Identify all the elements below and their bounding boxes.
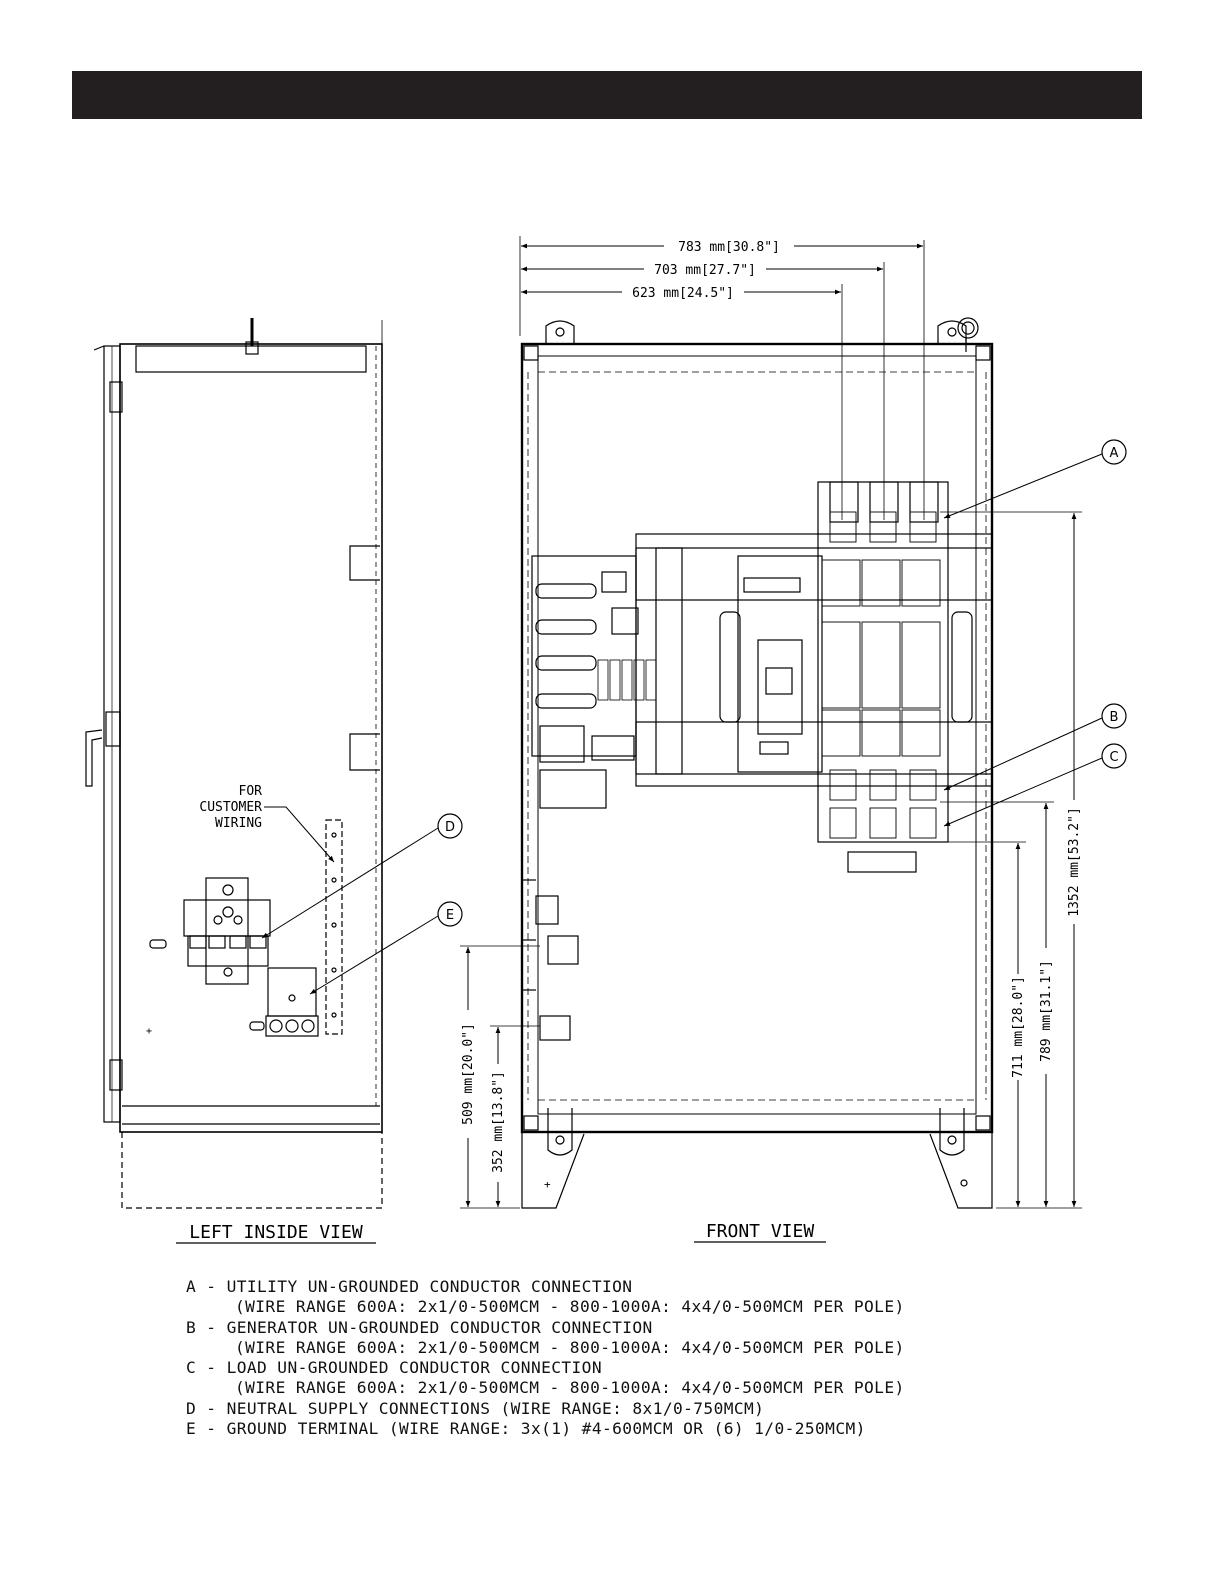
svg-text:+: + <box>544 1178 551 1191</box>
callout-c: C <box>943 743 1127 827</box>
legend-b-wire-range: (WIRE RANGE 600A: 2x1/0-500MCM - 800-100… <box>235 1337 905 1357</box>
front-view-title: FRONT VIEW <box>706 1221 815 1242</box>
dim-width-623: 623 mm[24.5"] <box>632 286 734 301</box>
ground-height-dimensions <box>460 945 540 1209</box>
legend-a-wire-range: (WIRE RANGE 600A: 2x1/0-500MCM - 800-100… <box>235 1297 905 1317</box>
legend-b: B - GENERATOR UN-GROUNDED CONDUCTOR CONN… <box>186 1317 653 1337</box>
svg-text:B: B <box>1110 710 1119 725</box>
dim-height-789: 789 mm[31.1"] <box>1039 960 1054 1062</box>
legend-e: E - GROUND TERMINAL (WIRE RANGE: 3x(1) #… <box>186 1419 866 1439</box>
customer-wiring-note: FOR CUSTOMER WIRING <box>199 784 335 863</box>
left-view-title: LEFT INSIDE VIEW <box>189 1222 363 1243</box>
note-line3: WIRING <box>215 816 262 831</box>
legend-a: A - UTILITY UN-GROUNDED CONDUCTOR CONNEC… <box>186 1277 633 1296</box>
svg-text:C: C <box>1109 750 1118 765</box>
svg-text:+: + <box>146 1026 152 1037</box>
note-line2: CUSTOMER <box>199 800 262 815</box>
left-inside-view: + <box>85 318 383 1209</box>
callout-e: E <box>309 901 463 995</box>
legend-c: C - LOAD UN-GROUNDED CONDUCTOR CONNECTIO… <box>186 1358 602 1378</box>
legend-c-wire-range: (WIRE RANGE 600A: 2x1/0-500MCM - 800-100… <box>235 1378 905 1398</box>
legend-d: D - NEUTRAL SUPPLY CONNECTIONS (WIRE RAN… <box>186 1398 765 1418</box>
dim-width-703: 703 mm[27.7"] <box>654 263 756 278</box>
dim-height-1352: 1352 mm[53.2"] <box>1067 807 1082 917</box>
height-dimensions <box>940 511 1082 1209</box>
svg-text:D: D <box>445 820 455 835</box>
note-line1: FOR <box>239 784 263 799</box>
svg-text:A: A <box>1110 446 1119 461</box>
dim-height-352: 352 mm[13.8"] <box>491 1071 506 1173</box>
callout-a: A <box>943 439 1127 519</box>
callout-d: D <box>261 813 463 939</box>
dim-width-783: 783 mm[30.8"] <box>678 240 780 255</box>
front-view: + <box>520 317 994 1209</box>
callout-b: B <box>943 703 1127 791</box>
dim-height-711: 711 mm[28.0"] <box>1011 976 1026 1078</box>
dim-height-509: 509 mm[20.0"] <box>461 1023 476 1125</box>
svg-text:E: E <box>446 908 454 923</box>
width-dimensions <box>519 236 925 520</box>
legend: A - UTILITY UN-GROUNDED CONDUCTOR CONNEC… <box>186 1277 1186 1439</box>
header-bar <box>72 71 1142 119</box>
